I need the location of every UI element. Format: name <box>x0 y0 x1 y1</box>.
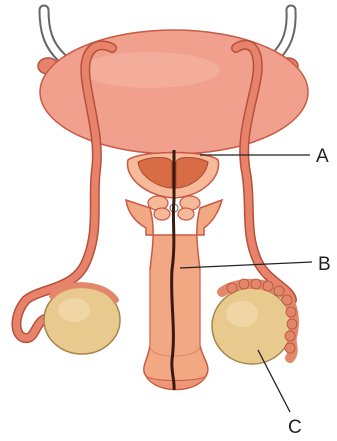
ureter-right <box>274 10 291 58</box>
testis-left <box>44 285 120 354</box>
label-b: B <box>318 254 331 275</box>
testis-right <box>212 279 297 364</box>
ureter-left <box>44 10 62 58</box>
bladder-highlight <box>80 52 220 88</box>
bladder <box>40 30 308 154</box>
label-a: A <box>316 146 329 167</box>
label-c: C <box>288 417 302 438</box>
